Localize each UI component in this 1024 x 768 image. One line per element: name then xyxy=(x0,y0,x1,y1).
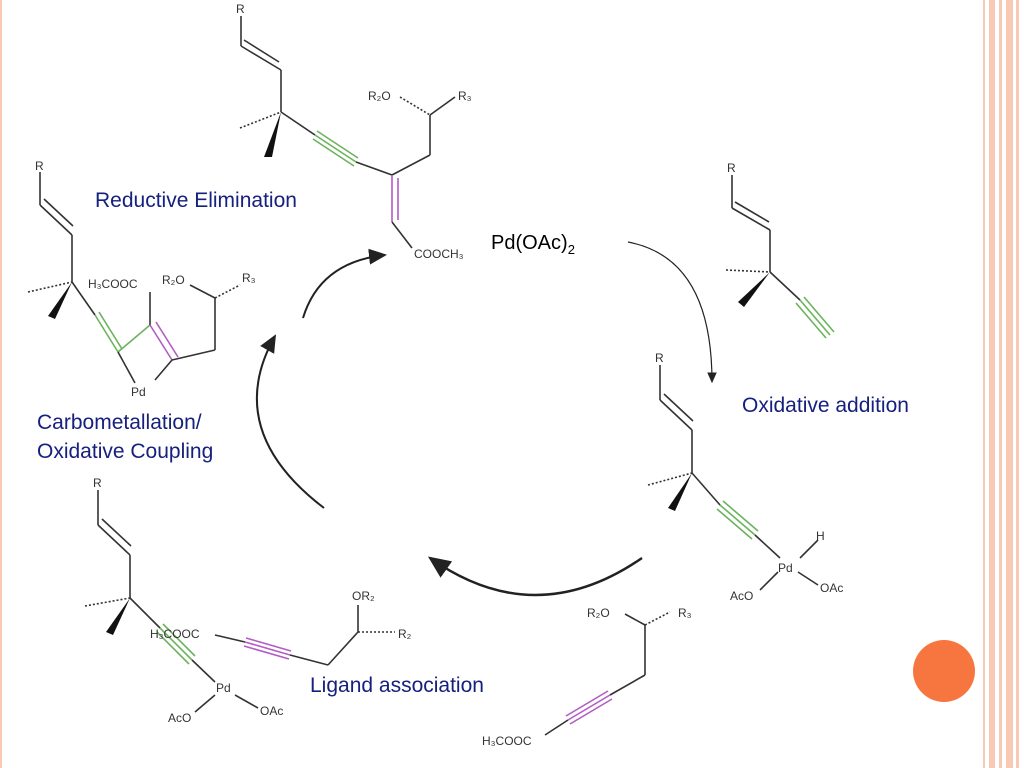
svg-text:H₃COOC: H₃COOC xyxy=(482,734,532,748)
svg-text:H₃COOC: H₃COOC xyxy=(88,277,138,291)
svg-text:R₂O: R₂O xyxy=(587,606,610,620)
catalyst-formula: Pd(OAc) xyxy=(491,232,568,254)
decorative-stripe xyxy=(983,0,985,768)
label-carbometallation-line1: Carbometallation/ xyxy=(37,411,202,434)
alkynyl-ester xyxy=(544,611,671,736)
svg-text:AcO: AcO xyxy=(168,711,191,725)
svg-text:OAc: OAc xyxy=(820,581,843,595)
svg-text:R₂O: R₂O xyxy=(368,89,391,103)
product-molecule xyxy=(239,16,456,249)
label-carbometallation-line2: Oxidative Coupling xyxy=(37,440,214,463)
ligand-association-complex xyxy=(84,490,395,713)
decorative-orange-dot xyxy=(913,640,975,702)
svg-text:OAc: OAc xyxy=(260,704,283,718)
arrow-to-carbometallation xyxy=(255,334,325,509)
arrow-to-product xyxy=(302,248,387,319)
svg-text:R₃: R₃ xyxy=(678,606,692,620)
svg-text:R₃: R₃ xyxy=(242,271,256,285)
svg-text:OR₂: OR₂ xyxy=(352,589,375,603)
svg-text:R: R xyxy=(93,476,102,490)
svg-text:Pd: Pd xyxy=(778,561,793,575)
svg-text:H₃COOC: H₃COOC xyxy=(150,627,200,641)
decorative-stripe xyxy=(0,0,2,768)
svg-text:R₂: R₂ xyxy=(398,627,412,641)
cycle-arrows xyxy=(255,241,717,597)
svg-text:AcO: AcO xyxy=(730,589,753,603)
svg-text:Pd: Pd xyxy=(131,385,146,399)
svg-text:R₂O: R₂O xyxy=(162,273,185,287)
catalyst-subscript: 2 xyxy=(567,242,575,257)
svg-text:R: R xyxy=(35,159,44,173)
pd-hydride-complex xyxy=(647,365,819,591)
decorative-stripe xyxy=(1006,0,1013,768)
arrow-to-ligand-association xyxy=(427,556,643,597)
atom-labels: R R₂O R₃ COOCH₃ R R H Pd AcO OAc R₂O R₃ … xyxy=(35,2,843,748)
svg-text:COOCH₃: COOCH₃ xyxy=(414,247,464,261)
svg-text:R₃: R₃ xyxy=(458,89,472,103)
arrow-to-oxidative-addition xyxy=(627,241,717,384)
palladacycle xyxy=(27,172,241,384)
decorative-stripe xyxy=(989,0,995,768)
decorative-stripe xyxy=(999,0,1002,768)
label-reductive-elimination: Reductive Elimination xyxy=(95,189,297,212)
label-oxidative-addition: Oxidative addition xyxy=(742,394,909,417)
svg-text:R: R xyxy=(655,351,664,365)
label-ligand-association: Ligand association xyxy=(310,674,484,697)
catalyst-label: Pd(OAc)2 xyxy=(491,232,575,257)
svg-text:R: R xyxy=(236,2,245,16)
decorative-stripe xyxy=(1016,0,1019,768)
alkyne-substrate xyxy=(725,175,835,339)
svg-text:Pd: Pd xyxy=(216,681,231,695)
svg-text:H: H xyxy=(816,529,825,543)
svg-text:R: R xyxy=(727,161,736,175)
